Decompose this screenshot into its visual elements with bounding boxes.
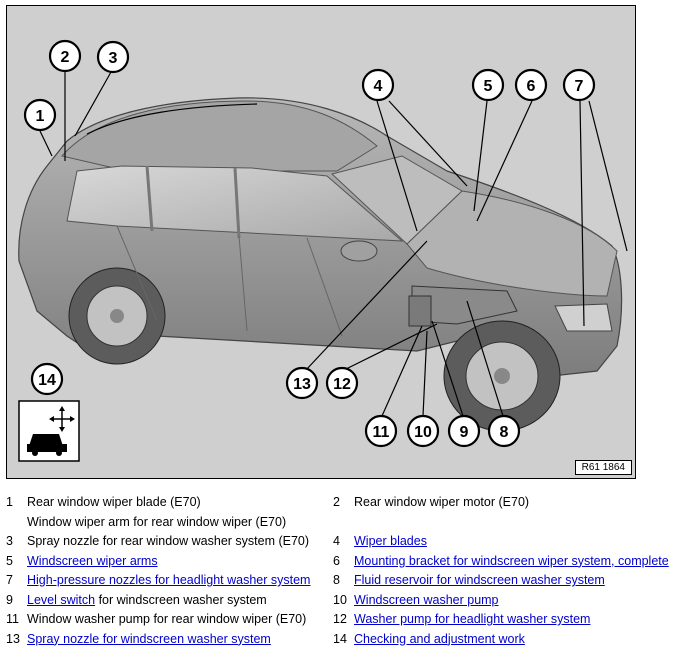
legend-number: 13 <box>6 631 20 646</box>
legend-text: Spray nozzle for rear window washer syst… <box>27 534 310 548</box>
callout-7: 7 <box>562 68 596 102</box>
callout-2: 2 <box>48 39 82 73</box>
legend-text: for windscreen washer system <box>95 592 267 607</box>
svg-text:10: 10 <box>414 424 432 441</box>
svg-text:9: 9 <box>460 424 469 441</box>
legend-number: 1 <box>6 495 13 509</box>
legend-link[interactable]: Washer pump for headlight washer system <box>354 612 591 626</box>
legend-link[interactable]: Windscreen wiper arms <box>27 553 158 568</box>
legend-number: 12 <box>333 612 347 626</box>
rear-wheel <box>68 267 166 365</box>
hood <box>406 190 618 297</box>
legend-description: Level switch for windscreen washer syste… <box>27 593 267 607</box>
legend-description: Spray nozzle for windscreen washer syste… <box>27 632 271 646</box>
leader-lines <box>39 71 628 417</box>
callout-3: 3 <box>96 40 130 74</box>
callout-14: 14 <box>30 362 64 396</box>
callout-9: 9 <box>447 414 481 448</box>
legend-description: Windscreen wiper arms <box>27 554 158 568</box>
svg-text:14: 14 <box>38 372 56 389</box>
legend-description: Checking and adjustment work <box>354 632 525 646</box>
parts-illustration: 1 2 3 4 5 6 7 8 9 10 11 12 13 14 R61 186… <box>6 5 636 479</box>
legend-description: High-pressure nozzles for headlight wash… <box>27 573 310 587</box>
legend-description: Rear window wiper blade (E70) <box>27 495 201 509</box>
svg-text:1: 1 <box>36 108 45 125</box>
svg-text:13: 13 <box>293 376 311 393</box>
legend-description: Windscreen washer pump <box>354 593 499 607</box>
legend-description: Window wiper arm for rear window wiper (… <box>27 515 286 529</box>
legend-description: Mounting bracket for windscreen wiper sy… <box>354 554 669 568</box>
callout-6: 6 <box>514 68 548 102</box>
callout-8: 8 <box>487 414 521 448</box>
legend-link[interactable]: Mounting bracket for windscreen wiper sy… <box>354 553 669 568</box>
legend-description: Window washer pump for rear window wiper… <box>27 612 306 626</box>
legend-number: 14 <box>333 631 347 646</box>
svg-text:2: 2 <box>61 49 70 66</box>
svg-text:5: 5 <box>484 78 493 95</box>
callout-11: 11 <box>364 414 398 448</box>
legend-text: Window washer pump for rear window wiper… <box>27 612 307 626</box>
callout-1: 1 <box>23 98 57 132</box>
legend-link[interactable]: High-pressure nozzles for headlight wash… <box>27 573 311 587</box>
callout-4: 4 <box>361 68 395 102</box>
legend-link[interactable]: Spray nozzle for windscreen washer syste… <box>27 631 271 646</box>
legend-row: 7 High-pressure nozzles for headlight was… <box>0 571 682 591</box>
car-roof <box>61 100 378 172</box>
legend-row: Window wiper arm for rear window wiper (… <box>0 513 682 533</box>
callout-5: 5 <box>471 68 505 102</box>
legend-link[interactable]: Fluid reservoir for windscreen washer sy… <box>354 573 605 587</box>
svg-text:12: 12 <box>333 376 351 393</box>
svg-text:7: 7 <box>575 78 584 95</box>
roof-rail <box>86 103 258 135</box>
legend-link[interactable]: Windscreen washer pump <box>354 592 499 607</box>
front-wheel <box>443 320 561 432</box>
legend-number: 11 <box>6 612 19 626</box>
legend-text: Window wiper arm for rear window wiper (… <box>27 514 287 529</box>
svg-text:6: 6 <box>527 78 536 95</box>
legend-text: Rear window wiper blade (E70) <box>27 495 201 509</box>
callout-13: 13 <box>285 366 319 400</box>
svg-text:8: 8 <box>500 424 509 441</box>
legend-description: Wiper blades <box>354 534 427 548</box>
legend-description: Rear window wiper motor (E70) <box>354 495 529 509</box>
legend-number: 2 <box>333 495 340 509</box>
legend-row: 1 Rear window wiper blade (E70) 2 Rear wind… <box>0 493 682 513</box>
legend-description: Washer pump for headlight washer system <box>354 612 590 626</box>
legend-number: 8 <box>333 573 340 587</box>
legend-text: Rear window wiper motor (E70) <box>354 495 530 509</box>
legend-row: 11 Window washer pump for rear window wip… <box>0 610 682 630</box>
legend-row: 13 Spray nozzle for windscreen washer sys… <box>0 630 682 650</box>
legend-description: Spray nozzle for rear window washer syst… <box>27 534 309 548</box>
legend-number: 6 <box>333 553 340 568</box>
callout-10: 10 <box>406 414 440 448</box>
parts-legend: 1 Rear window wiper blade (E70) 2 Rear wind… <box>0 493 682 649</box>
car-drawing: 1 2 3 4 5 6 7 8 9 10 11 12 13 14 <box>18 39 628 462</box>
legend-number: 7 <box>6 573 13 587</box>
figure-reference: R61 1864 <box>574 460 632 475</box>
callout-12: 12 <box>325 366 359 400</box>
legend-number: 10 <box>333 592 347 607</box>
legend-number: 5 <box>6 553 13 568</box>
legend-row: 3 Spray nozzle for rear window washer sys… <box>0 532 682 552</box>
legend-number: 3 <box>6 534 13 548</box>
legend-link[interactable]: Checking and adjustment work <box>354 631 525 646</box>
legend-row: 9 Level switch for windscreen washer syst… <box>0 591 682 611</box>
legend-description: Fluid reservoir for windscreen washer sy… <box>354 573 605 587</box>
legend-link[interactable]: Level switch <box>27 592 96 607</box>
svg-text:3: 3 <box>109 50 118 67</box>
legend-row: 5 Windscreen wiper arms 6 Mounting bracket … <box>0 552 682 572</box>
legend-link[interactable]: Wiper blades <box>354 534 427 548</box>
car-with-adjust-arrows-icon <box>18 400 80 462</box>
svg-text:11: 11 <box>373 424 390 441</box>
legend-number: 4 <box>333 534 340 548</box>
svg-text:4: 4 <box>374 78 383 95</box>
legend-number: 9 <box>6 592 13 607</box>
